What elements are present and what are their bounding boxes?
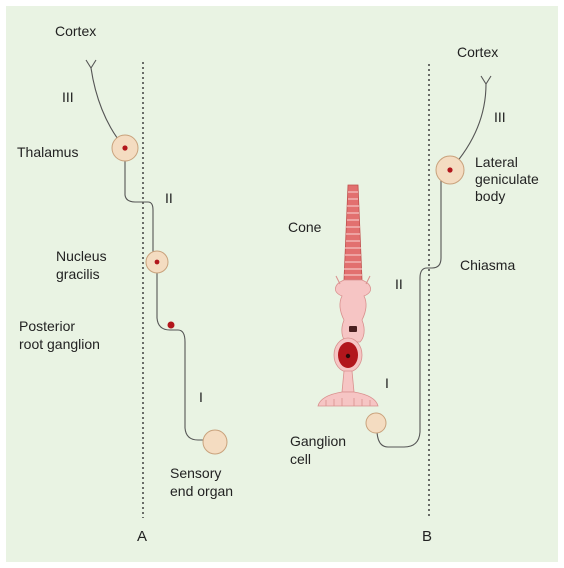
label-posterior-root-ganglion-line1: Posterior xyxy=(19,318,75,334)
posterior-root-ganglion-cell xyxy=(168,322,175,329)
label-nucleus-gracilis-line2: gracilis xyxy=(56,266,100,282)
diagram-background xyxy=(6,6,558,562)
ganglion-cell xyxy=(366,413,386,433)
label-nucleus-gracilis-line1: Nucleus xyxy=(56,248,107,264)
label-sensory-end-organ-line2: end organ xyxy=(170,483,233,499)
label-order-iii-a: III xyxy=(62,89,74,105)
nucleus-gracilis-nucleus xyxy=(155,260,160,265)
label-order-i-a: I xyxy=(199,389,203,405)
label-order-i-b: I xyxy=(385,375,389,391)
sensory-end-organ xyxy=(203,430,227,454)
label-order-ii-b: II xyxy=(395,276,403,292)
label-cone: Cone xyxy=(288,219,322,235)
label-order-ii-a: II xyxy=(165,190,173,206)
label-cortex-a: Cortex xyxy=(55,23,96,39)
cone-nucleolus xyxy=(346,354,350,358)
label-lateral-geniculate-line2: geniculate xyxy=(475,171,539,187)
panel-label-b: B xyxy=(422,528,432,545)
label-order-iii-b: III xyxy=(494,109,506,125)
lateral-geniculate-nucleus xyxy=(447,167,452,172)
label-cortex-b: Cortex xyxy=(457,44,498,60)
label-ganglion-cell-line2: cell xyxy=(290,451,311,467)
panel-label-a: A xyxy=(137,528,147,545)
label-lateral-geniculate-line1: Lateral xyxy=(475,154,518,170)
cone-axon xyxy=(342,371,354,392)
cone-mitochondria xyxy=(349,326,357,332)
label-lateral-geniculate-line3: body xyxy=(475,188,505,204)
label-thalamus: Thalamus xyxy=(17,144,78,160)
label-sensory-end-organ-line1: Sensory xyxy=(170,465,221,481)
label-posterior-root-ganglion-line2: root ganglion xyxy=(19,336,100,352)
label-ganglion-cell-line1: Ganglion xyxy=(290,433,346,449)
thalamus-nucleus xyxy=(122,145,127,150)
label-chiasma: Chiasma xyxy=(460,257,515,273)
